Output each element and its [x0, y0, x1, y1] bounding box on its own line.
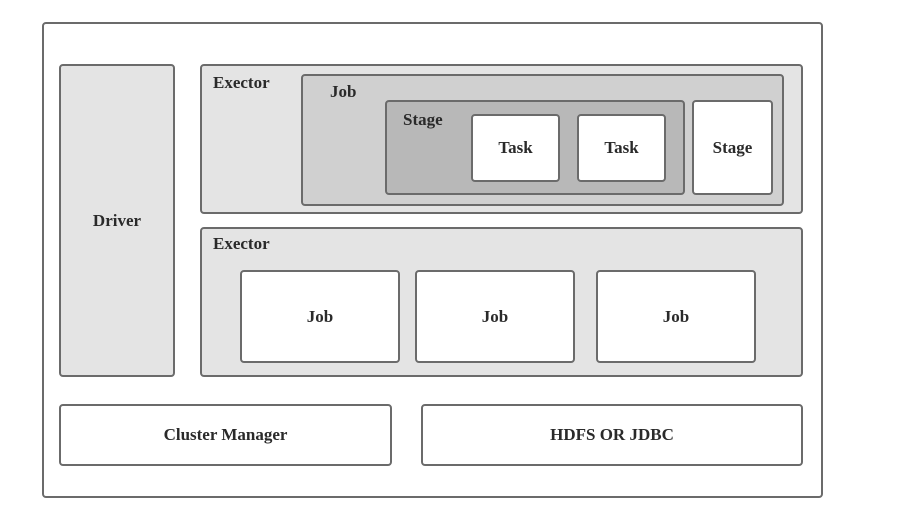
executor-bottom-box: Exector Job Job Job — [200, 227, 803, 377]
task-box-1: Task — [471, 114, 560, 182]
job-label: Job — [330, 82, 357, 101]
stage-label: Stage — [403, 110, 443, 129]
job-label-2: Job — [481, 306, 509, 326]
cluster-manager-box: Cluster Manager — [59, 404, 392, 466]
storage-label: HDFS OR JDBC — [550, 425, 674, 444]
cluster-manager-label: Cluster Manager — [163, 425, 288, 444]
stage-box-2: Stage — [692, 100, 773, 195]
driver-label: Driver — [92, 210, 142, 230]
driver-box: Driver — [59, 64, 175, 377]
stage-box: Stage Task Task — [385, 100, 685, 195]
executor-top-box: Exector Job Stage Task Task Stage — [200, 64, 803, 214]
job-box: Job Stage Task Task Stage — [301, 74, 784, 206]
task-label-2: Task — [604, 138, 639, 157]
task-label-1: Task — [498, 138, 533, 157]
stage-2-label: Stage — [712, 137, 753, 157]
executor-bottom-label: Exector — [213, 234, 270, 253]
job-box-1: Job — [240, 270, 400, 363]
job-label-1: Job — [306, 306, 334, 326]
job-label-3: Job — [662, 306, 690, 326]
task-box-2: Task — [577, 114, 666, 182]
executor-top-label: Exector — [213, 73, 270, 92]
job-box-3: Job — [596, 270, 756, 363]
storage-box: HDFS OR JDBC — [421, 404, 803, 466]
job-box-2: Job — [415, 270, 575, 363]
